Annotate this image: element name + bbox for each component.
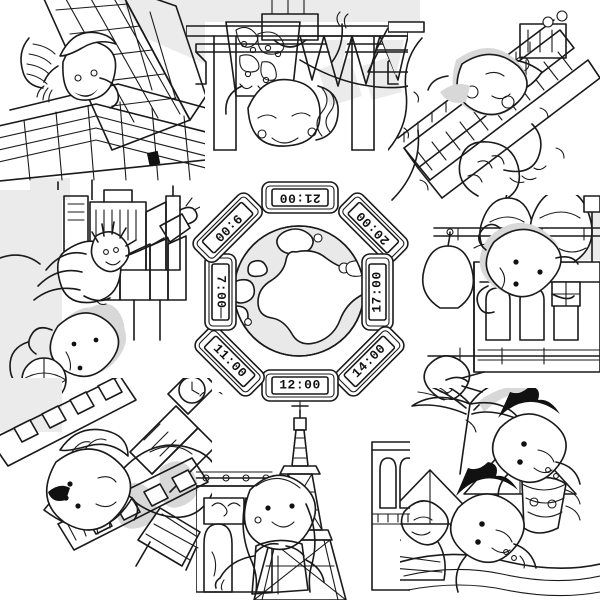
character-child-egypt-2 [449,462,537,593]
scene-egypt-pyramids-sphinx [400,388,600,597]
character-child-japan [225,0,349,147]
clock-bodies [192,181,409,413]
character-child-china [427,48,528,116]
scene-paris-eiffel-tower [196,392,410,600]
statue-of-liberty [0,197,200,306]
djembe-drum [521,476,581,534]
scene-moscow-onion-domes [421,195,600,400]
scene-london-big-ben [0,378,212,571]
character-child-city [20,31,120,109]
sphinx [400,500,449,581]
character-child-moscow [476,222,579,314]
notre-dame-cathedral [371,441,410,591]
character-child-egypt-1 [491,388,581,507]
scene-japan-torii-gate [186,0,408,151]
big-ben-tower [129,378,212,493]
character-girl-paris [214,474,325,595]
character-child-london [45,428,132,531]
earth-globe [233,225,365,357]
scene-great-wall-of-china [388,0,600,201]
scene-modern-city-skyscrapers [0,0,205,200]
